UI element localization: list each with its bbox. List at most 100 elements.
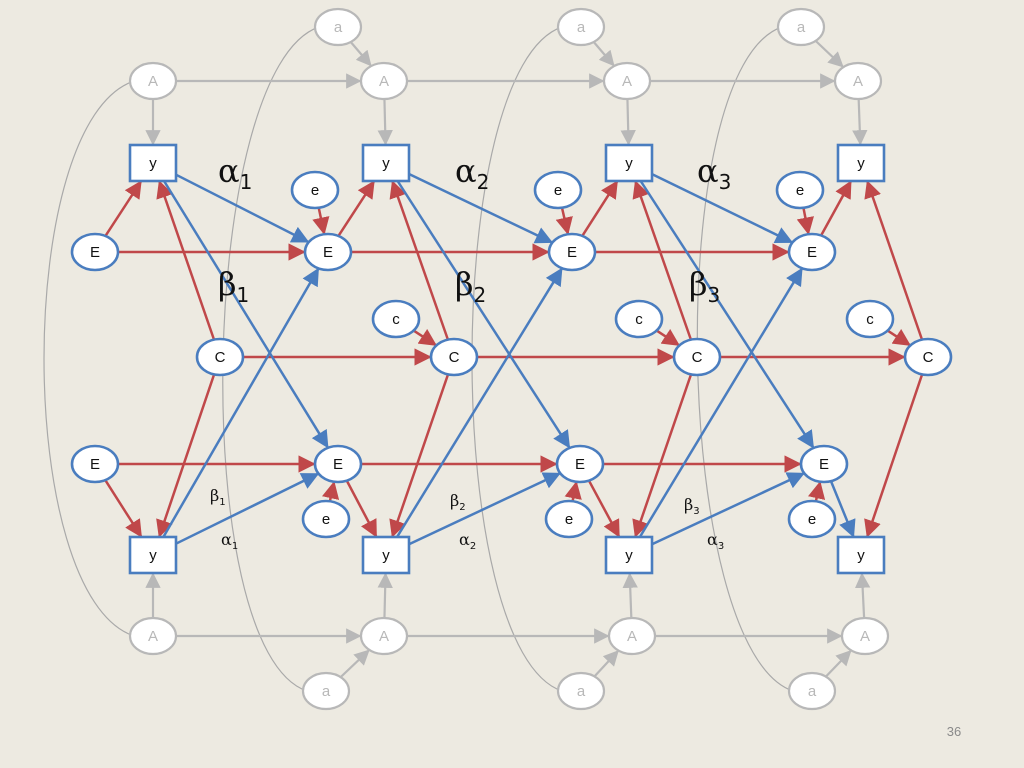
edge-A3t-to-y3t: [852, 98, 868, 146]
node-e3t: e: [775, 170, 825, 210]
edge-C0-to-y0t: [156, 180, 216, 341]
node-label: y: [625, 155, 633, 172]
node-label: A: [860, 628, 870, 645]
node-e2t: e: [533, 170, 583, 210]
node-a3t: a: [776, 7, 826, 47]
edge-C2-to-y2t: [632, 180, 693, 341]
node-label: E: [90, 456, 100, 473]
node-label: e: [322, 511, 330, 528]
edge-y2b-to-E3b: [651, 472, 805, 546]
node-label: c: [392, 311, 400, 328]
edge-C3-to-y3b: [864, 373, 924, 538]
node-label: e: [565, 511, 573, 528]
edge-E2b-to-y2b: [587, 479, 620, 538]
node-y2b: y: [604, 535, 654, 575]
node-label: a: [797, 19, 806, 36]
node-y1t: y: [361, 143, 411, 183]
node-label: A: [379, 73, 389, 90]
edge-a1b-to-A1b: [339, 649, 370, 678]
node-label: e: [796, 182, 804, 199]
node-y0b: y: [128, 535, 178, 575]
coefficient-label-10: α2: [459, 530, 476, 552]
edge-C2-to-y2b: [632, 373, 693, 538]
edge-E3b-to-y3b: [829, 480, 856, 538]
edge-A2t-to-y2t: [620, 98, 636, 146]
edge-c1-to-C1: [412, 328, 437, 346]
node-C1: C: [429, 337, 479, 377]
node-C3: C: [903, 337, 953, 377]
edge-E1b-to-y1b: [345, 480, 378, 538]
node-c2: c: [614, 299, 664, 339]
node-a2b: a: [556, 671, 606, 711]
edge-y2b-to-E3t: [638, 267, 803, 538]
node-E0b: E: [70, 444, 120, 484]
node-label: y: [857, 155, 865, 172]
node-E1t: E: [303, 232, 353, 272]
node-a1t: a: [313, 7, 363, 47]
node-E1b: E: [313, 444, 363, 484]
coefficient-label-0: α1: [218, 152, 252, 194]
node-A1b: A: [359, 616, 409, 656]
node-c1: c: [371, 299, 421, 339]
node-label: A: [148, 73, 158, 90]
node-label: E: [575, 456, 585, 473]
node-e1b: e: [301, 499, 351, 539]
node-E2b: E: [555, 444, 605, 484]
edge-e2b-to-E2b: [564, 481, 582, 502]
edge-a1t-to-A1t: [349, 41, 372, 67]
coefficient-label-9: α1: [221, 530, 238, 552]
edge-a2b-to-A2b: [593, 650, 619, 678]
edge-E1t-to-y1t: [337, 180, 375, 237]
edges: [104, 40, 924, 678]
node-a2t: a: [556, 7, 606, 47]
edge-A2b-to-y2b: [622, 572, 638, 619]
node-label: a: [334, 19, 343, 36]
node-label: a: [808, 683, 817, 700]
edge-e1b-to-E1b: [322, 481, 340, 502]
edge-C3-to-y3t: [864, 180, 924, 341]
node-label: A: [627, 628, 637, 645]
node-label: y: [149, 155, 157, 172]
node-label: E: [333, 456, 343, 473]
node-label: A: [853, 73, 863, 90]
edge-a3t-to-A3t: [814, 40, 844, 68]
coefficient-label-5: β3: [689, 265, 720, 307]
edge-E0b-to-y0b: [104, 479, 143, 538]
edge-y1t-to-E2b: [396, 180, 571, 449]
coefficient-label-8: β3: [684, 495, 700, 517]
node-label: a: [577, 19, 586, 36]
node-E3t: E: [787, 232, 837, 272]
node-A0b: A: [128, 616, 178, 656]
edge-y2t-to-E3t: [651, 173, 794, 244]
node-label: a: [577, 683, 586, 700]
slide-page-number: 36: [946, 724, 962, 739]
edge-y2t-to-E3b: [639, 180, 815, 449]
node-C2: C: [672, 337, 722, 377]
coefficient-label-2: α3: [697, 152, 731, 194]
edge-e1t-to-E1t: [312, 207, 330, 235]
node-a1b: a: [301, 671, 351, 711]
node-label: c: [635, 311, 643, 328]
node-label: e: [808, 511, 816, 528]
node-label: E: [567, 244, 577, 261]
edge-y0t-to-E1t: [175, 173, 310, 243]
node-label: y: [382, 547, 390, 564]
correlation-curve-0: [43, 80, 135, 637]
coefficient-label-3: β1: [218, 265, 249, 307]
node-y3t: y: [836, 143, 886, 183]
node-label: e: [311, 182, 319, 199]
coefficient-label-11: α3: [707, 530, 724, 552]
edge-C0-to-y0b: [156, 373, 216, 538]
node-label: a: [322, 683, 331, 700]
node-A3b: A: [840, 616, 890, 656]
edge-e3t-to-E3t: [796, 207, 814, 235]
node-e2b: e: [544, 499, 594, 539]
coefficient-label-7: β2: [450, 491, 466, 513]
edge-e3b-to-E3b: [808, 481, 826, 502]
node-A2t: A: [602, 61, 652, 101]
correlation-curve-2: [471, 26, 563, 692]
node-y1b: y: [361, 535, 411, 575]
node-label: c: [866, 311, 874, 328]
node-y0t: y: [128, 143, 178, 183]
edge-A1b-to-y1b: [377, 572, 393, 619]
